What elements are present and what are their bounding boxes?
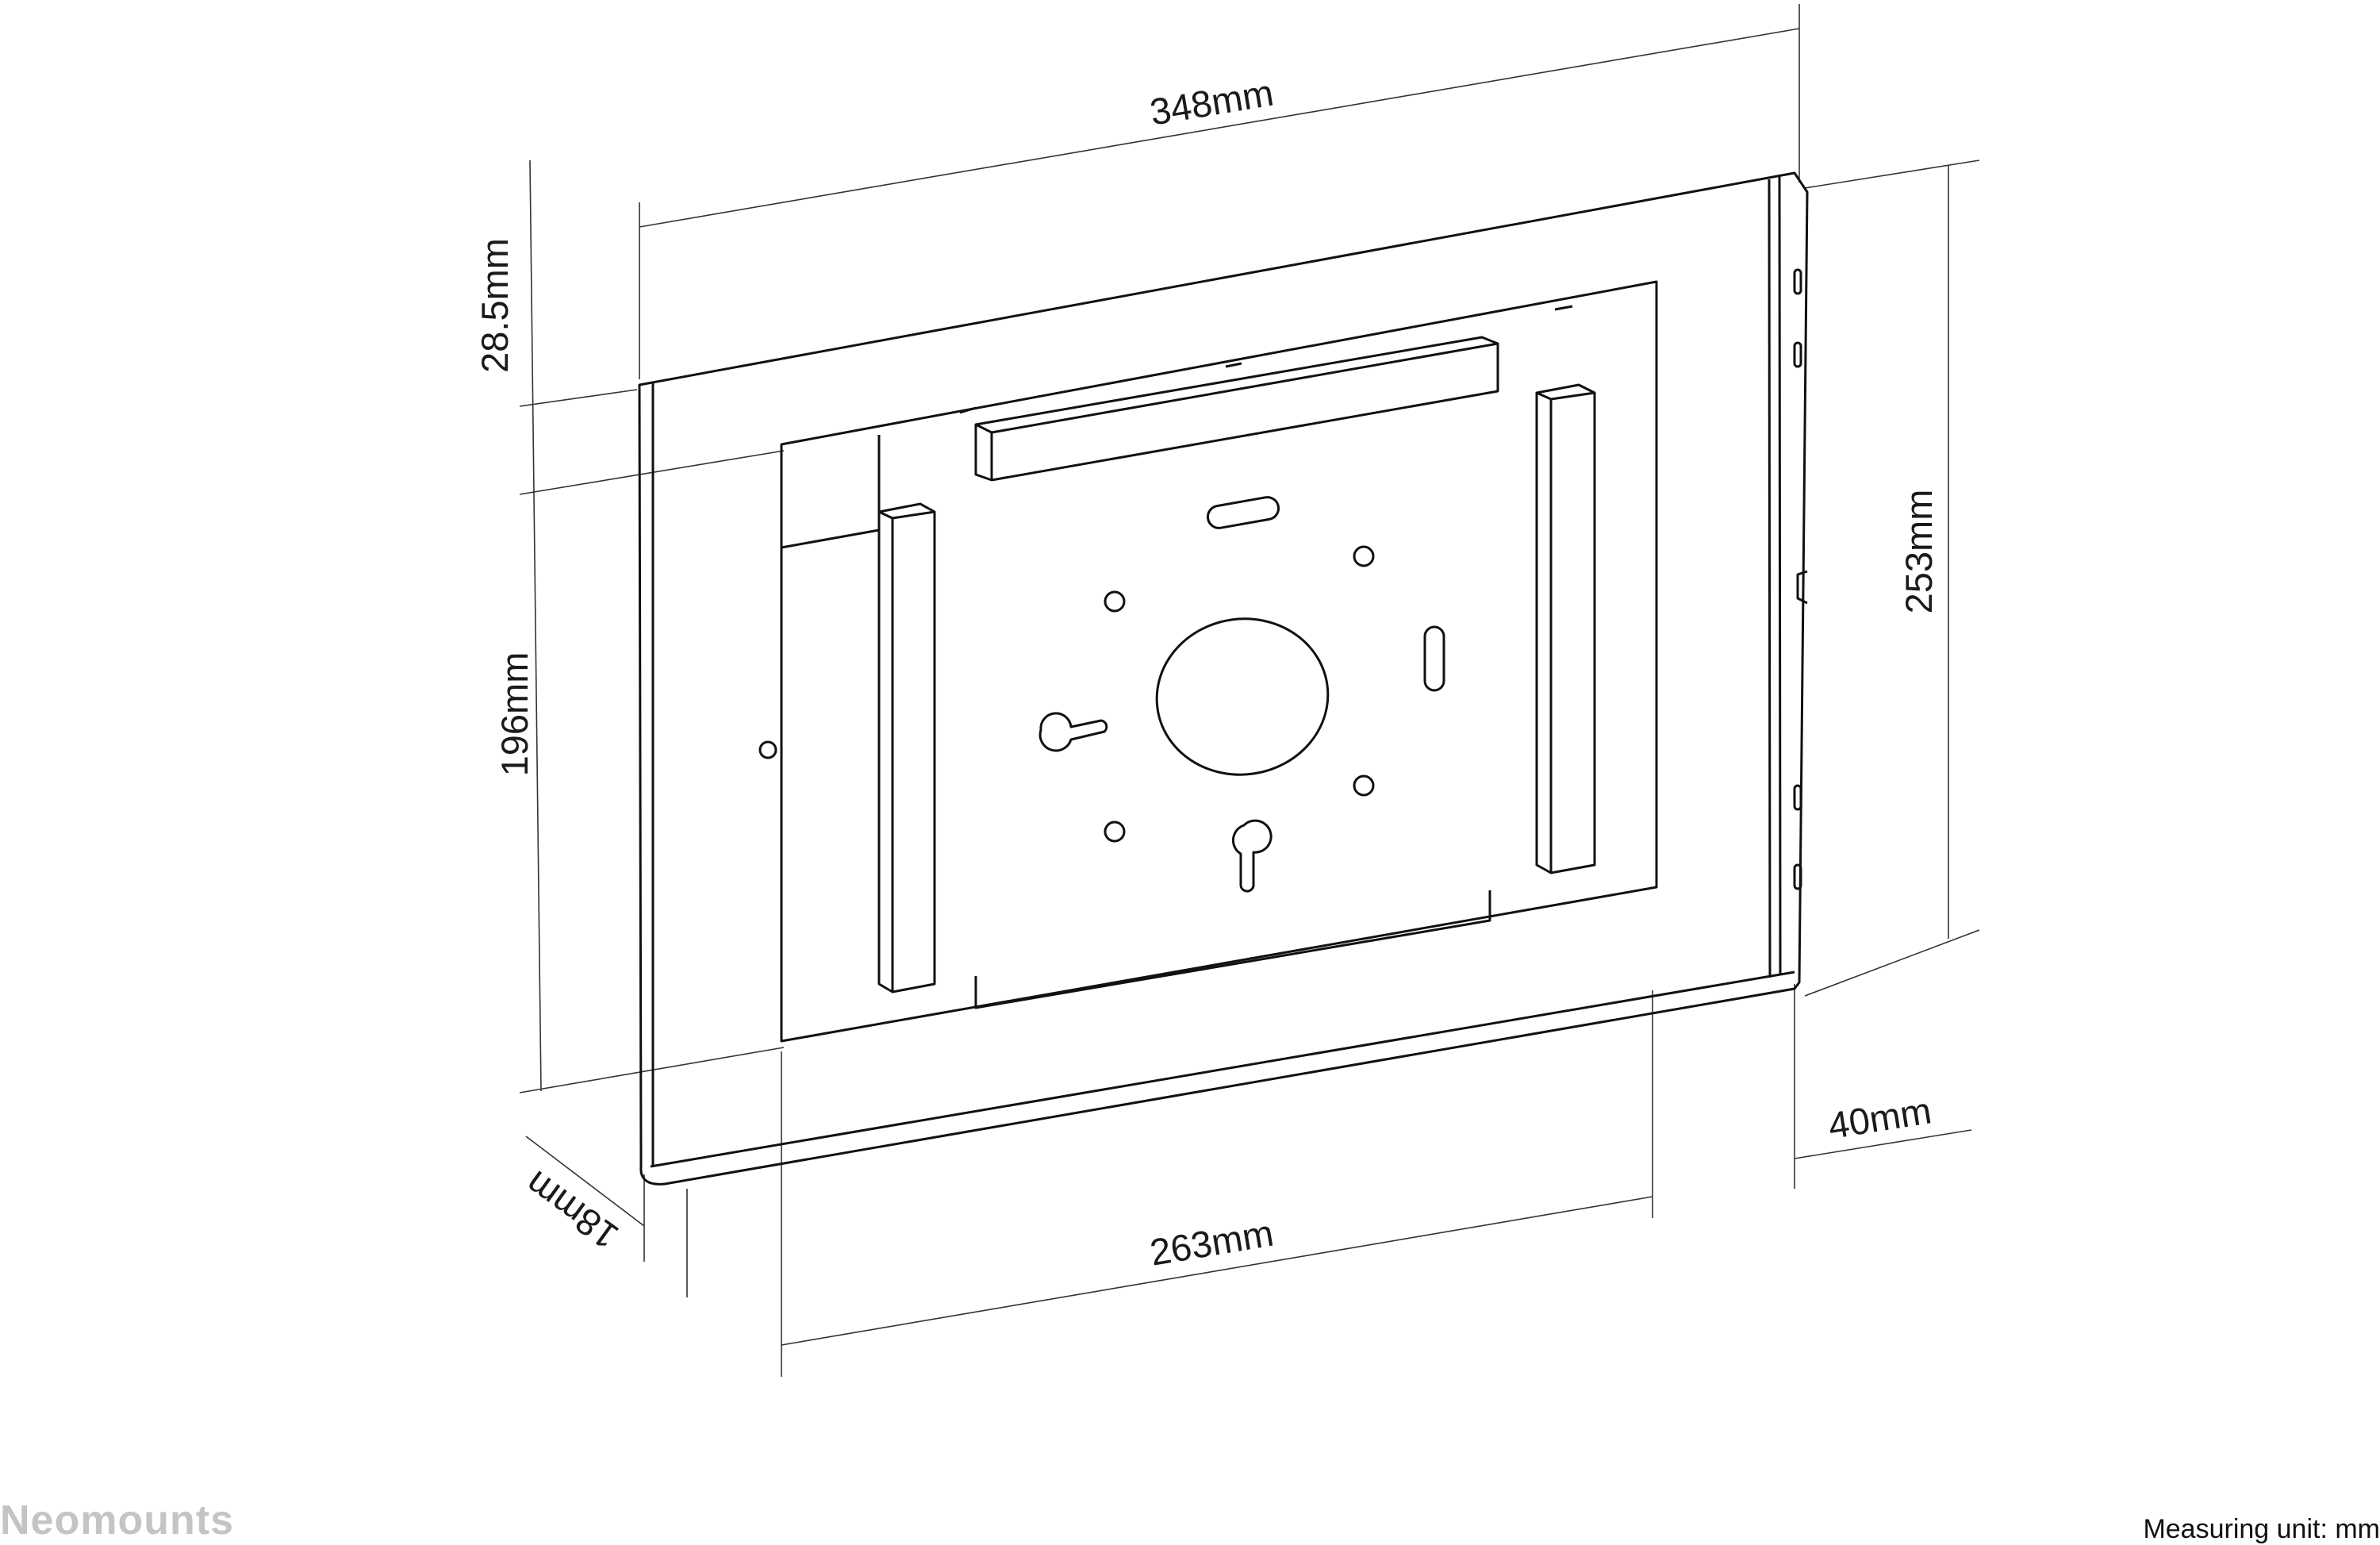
label-348mm: 348mm <box>1147 71 1276 133</box>
label-18mm: 18mm <box>517 1163 626 1259</box>
dimension-lines <box>519 4 1980 1377</box>
mount-plate <box>758 268 1802 1043</box>
label-28-5mm: 28.5mm <box>474 238 516 373</box>
measuring-unit-note: Measuring unit: mm <box>2143 1514 2380 1544</box>
label-196mm: 196mm <box>493 652 536 777</box>
neomounts-logo: Neomounts <box>0 1497 234 1543</box>
plate-outline <box>638 171 1809 1186</box>
label-253mm: 253mm <box>1898 490 1940 614</box>
